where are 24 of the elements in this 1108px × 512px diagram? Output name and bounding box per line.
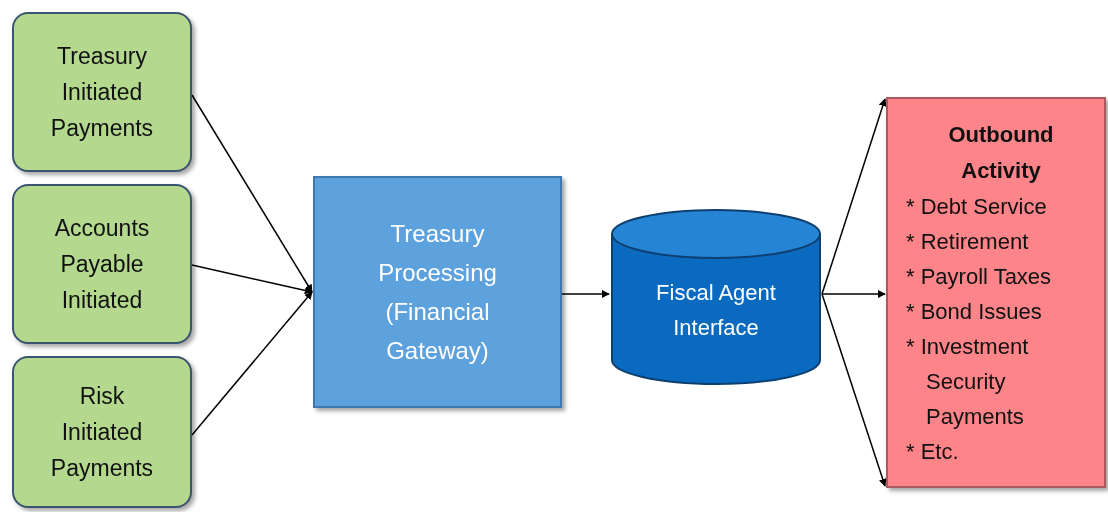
box-text: Treasury Initiated Payments [49, 42, 155, 143]
process-box [12, 356, 192, 508]
process-box [12, 12, 192, 172]
box-text: Accounts Payable Initiated [53, 214, 151, 315]
arrow [821, 98, 887, 295]
box-text: Treasury Processing (Financial Gateway) [377, 219, 498, 366]
arrow [821, 293, 887, 487]
process-box [313, 176, 562, 408]
list-item: * Bond Issues [906, 297, 1043, 326]
list-item: * Investment Security Payments [906, 332, 1030, 431]
arrow [561, 290, 610, 298]
list-item: * Debt Service [906, 192, 1048, 221]
list-item: * Payroll Taxes [906, 262, 1053, 291]
box-text: Fiscal Agent Interface [655, 279, 777, 342]
list-item: * Etc. [906, 437, 960, 466]
arrow [191, 94, 313, 293]
arrow [191, 291, 313, 436]
arrow [821, 290, 886, 298]
list-box [886, 97, 1106, 488]
list-item: * Retirement [906, 227, 1030, 256]
arrow [191, 264, 313, 295]
box-heading: Outbound Activity [947, 120, 1055, 185]
box-text: Risk Initiated Payments [49, 382, 155, 483]
process-box [12, 184, 192, 344]
